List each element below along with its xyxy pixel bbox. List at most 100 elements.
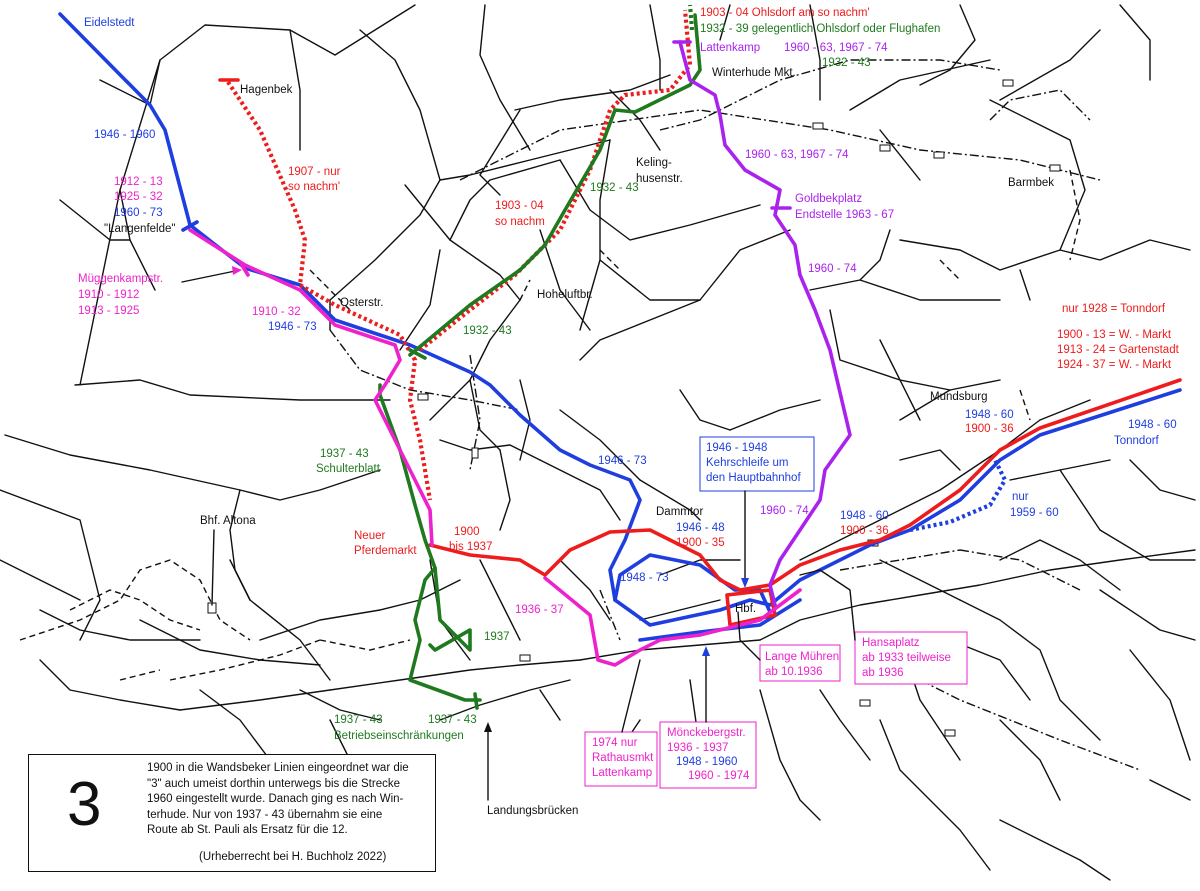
label-tonn-1928: nur 1928 = Tonndorf xyxy=(1062,303,1166,315)
box-hansa-1: Hansaplatz xyxy=(862,637,920,649)
line-number: 3 xyxy=(67,770,102,839)
label-wint-1960-74: 1960 - 63, 1967 - 74 xyxy=(745,149,849,161)
label-lattenkamp: Lattenkamp xyxy=(700,42,760,54)
label-np-1900: 1900 xyxy=(454,526,480,538)
route-magenta-main xyxy=(188,228,434,547)
label-ohlsdorf-1932: 1932 - 39 gelegentlich Ohlsdorf oder Flu… xyxy=(700,23,940,35)
legend-box: 3 1900 in die Wandsbeker Linien eingeord… xyxy=(28,754,436,872)
label-hag-1907-1: 1907 - nur xyxy=(288,166,341,178)
label-hoh-1932-43: 1932 - 43 xyxy=(463,325,512,337)
label-damm-1946-73: 1946 - 73 xyxy=(598,455,647,467)
route-red-dotted-ohlsdorf xyxy=(418,9,693,352)
box-moenck-1: Mönckebergstr. xyxy=(667,727,746,739)
label-eidelstedt: Eidelstedt xyxy=(84,17,135,29)
label-mueggenkamp: Müggenkampstr. xyxy=(78,273,163,285)
label-gold-1960-74: 1960 - 74 xyxy=(808,263,857,275)
label-hbf-1948-73: 1948 - 73 xyxy=(620,572,669,584)
box-moenck-2: 1936 - 1937 xyxy=(667,742,728,754)
label-winterhude: Winterhude Mkt. xyxy=(712,67,796,79)
label-l-1960-73: 1960 - 73 xyxy=(114,207,163,219)
label-ohlsdorf-1903: 1903 - 04 Ohlsdorf am so nachm' xyxy=(700,7,870,19)
label-betrieb: Betriebseinschränkungen xyxy=(334,730,464,742)
label-e-1948-60: 1948 - 60 xyxy=(840,510,889,522)
label-hagenbek: Hagenbek xyxy=(240,84,293,96)
label-latten-years: 1960 - 63, 1967 - 74 xyxy=(784,42,888,54)
route-green-loop xyxy=(428,566,472,652)
legend-description: 1900 in die Wandsbeker Linien eingeordne… xyxy=(147,762,409,836)
label-mg-1913-25: 1913 - 1925 xyxy=(78,305,139,317)
box-moenck-3: 1948 - 1960 xyxy=(676,756,737,768)
label-gs-1913-24: 1913 - 24 = Gartenstadt xyxy=(1057,344,1180,356)
box-hansa-2: ab 1933 teilweise xyxy=(862,652,951,664)
label-l-1912-13: 1912 - 13 xyxy=(114,176,163,188)
label-l-1925-32: 1925 - 32 xyxy=(114,191,163,203)
label-wm-1900-13: 1900 - 13 = W. - Markt xyxy=(1057,329,1172,341)
route-magenta-city xyxy=(543,576,802,667)
year-labels: 1903 - 04 Ohlsdorf am so nachm' 1932 - 3… xyxy=(78,7,1180,742)
label-langenfelde: "Langenfelde" xyxy=(104,223,175,235)
label-p-1960-74: 1960 - 74 xyxy=(760,505,809,517)
label-kelinghusen-1: Keling- xyxy=(636,157,672,169)
callout-boxes: 1946 - 1948 Kehrschleife um den Hauptbah… xyxy=(181,266,968,801)
box-lange-1: Lange Mühren xyxy=(765,651,839,663)
label-osterstr: Osterstr. xyxy=(340,297,383,309)
label-nur-1959-60: 1959 - 60 xyxy=(1010,507,1059,519)
route-purple-winterhude xyxy=(678,40,852,607)
route-blue-main xyxy=(58,12,1182,627)
label-e-1900-36: 1900 - 36 xyxy=(840,525,889,537)
label-np-bis1937: bis 1937 xyxy=(449,541,492,553)
label-latten-green: 1932 - 43 xyxy=(822,57,871,69)
label-ost-1910-32: 1910 - 32 xyxy=(252,306,301,318)
label-wm-1924-37: 1924 - 37 = W. - Markt xyxy=(1057,359,1172,371)
label-mg-1910-12: 1910 - 1912 xyxy=(78,289,139,301)
route-red-dotted-hagenbek xyxy=(226,80,433,501)
label-kelinghusen-2: husenstr. xyxy=(636,173,683,185)
label-bhf-altona: Bhf. Altona xyxy=(200,515,256,527)
label-mund-1900-36: 1900 - 36 xyxy=(965,423,1014,435)
label-g-1937-43a: 1937 - 43 xyxy=(334,714,383,726)
box-hansa-3: ab 1936 xyxy=(862,667,904,679)
label-hoh-1903-2: so nachm xyxy=(495,216,545,228)
label-ost-1946-73: 1946 - 73 xyxy=(268,321,317,333)
label-mund-1948-60: 1948 - 60 xyxy=(965,409,1014,421)
label-tonn-name: Tonndorf xyxy=(1114,435,1160,447)
label-dammtor: Dammtor xyxy=(656,506,703,518)
route-blue-nur-dashed xyxy=(909,459,1008,533)
label-barmbek: Barmbek xyxy=(1008,177,1054,189)
label-mundsburg: Mundsburg xyxy=(930,391,988,403)
box-kehr-1: 1946 - 1948 xyxy=(706,442,767,454)
label-damm-1946-48: 1946 - 48 xyxy=(676,522,725,534)
label-g-1937: 1937 xyxy=(484,631,510,643)
box-moenck-4: 1960 - 1974 xyxy=(688,770,750,782)
label-hoheluftbr: Hoheluftbr. xyxy=(537,289,593,301)
box-kehr-2: Kehrschleife um xyxy=(706,457,788,469)
label-hoh-1903-1: 1903 - 04 xyxy=(495,200,544,212)
label-goldbek-2: Endstelle 1963 - 67 xyxy=(795,209,894,221)
box-kehr-3: den Hauptbahnhof xyxy=(706,472,801,484)
route-lines xyxy=(58,4,1182,710)
label-schulterblatt: Schulterblatt xyxy=(316,463,381,475)
box-rath-3: Lattenkamp xyxy=(592,767,652,779)
label-nur: nur xyxy=(1012,491,1029,503)
route-green-dotted-ohlsdorf xyxy=(687,4,695,31)
label-damm-1900-35: 1900 - 35 xyxy=(676,537,725,549)
label-landungsbruecken: Landungsbrücken xyxy=(487,805,578,817)
copyright-note: (Urheberrecht bei H. Buchholz 2022) xyxy=(199,851,387,863)
label-goldbek-1: Goldbekplatz xyxy=(795,193,862,205)
route-red-hbf-box xyxy=(725,588,777,627)
label-st-1936-37: 1936 - 37 xyxy=(515,604,564,616)
route-green-north xyxy=(408,13,702,357)
route-red-east xyxy=(428,378,1182,592)
box-rath-1: 1974 nur xyxy=(592,737,638,749)
label-eid-1946-60: 1946 - 1960 xyxy=(94,129,155,141)
place-labels: Eidelstedt Hagenbek "Langenfelde" Osters… xyxy=(78,17,1054,817)
label-tonn-1948-60: 1948 - 60 xyxy=(1128,419,1177,431)
label-sch-1937-43: 1937 - 43 xyxy=(320,448,369,460)
tram-network-background xyxy=(0,4,1196,881)
label-neuer-pferdemarkt-2: Pferdemarkt xyxy=(354,545,417,557)
box-lange-2: ab 10.1936 xyxy=(765,666,823,678)
box-rath-2: Rathausmkt xyxy=(592,752,654,764)
label-neuer-pferdemarkt-1: Neuer xyxy=(354,530,385,542)
label-kel-1932-43: 1932 - 43 xyxy=(590,182,639,194)
